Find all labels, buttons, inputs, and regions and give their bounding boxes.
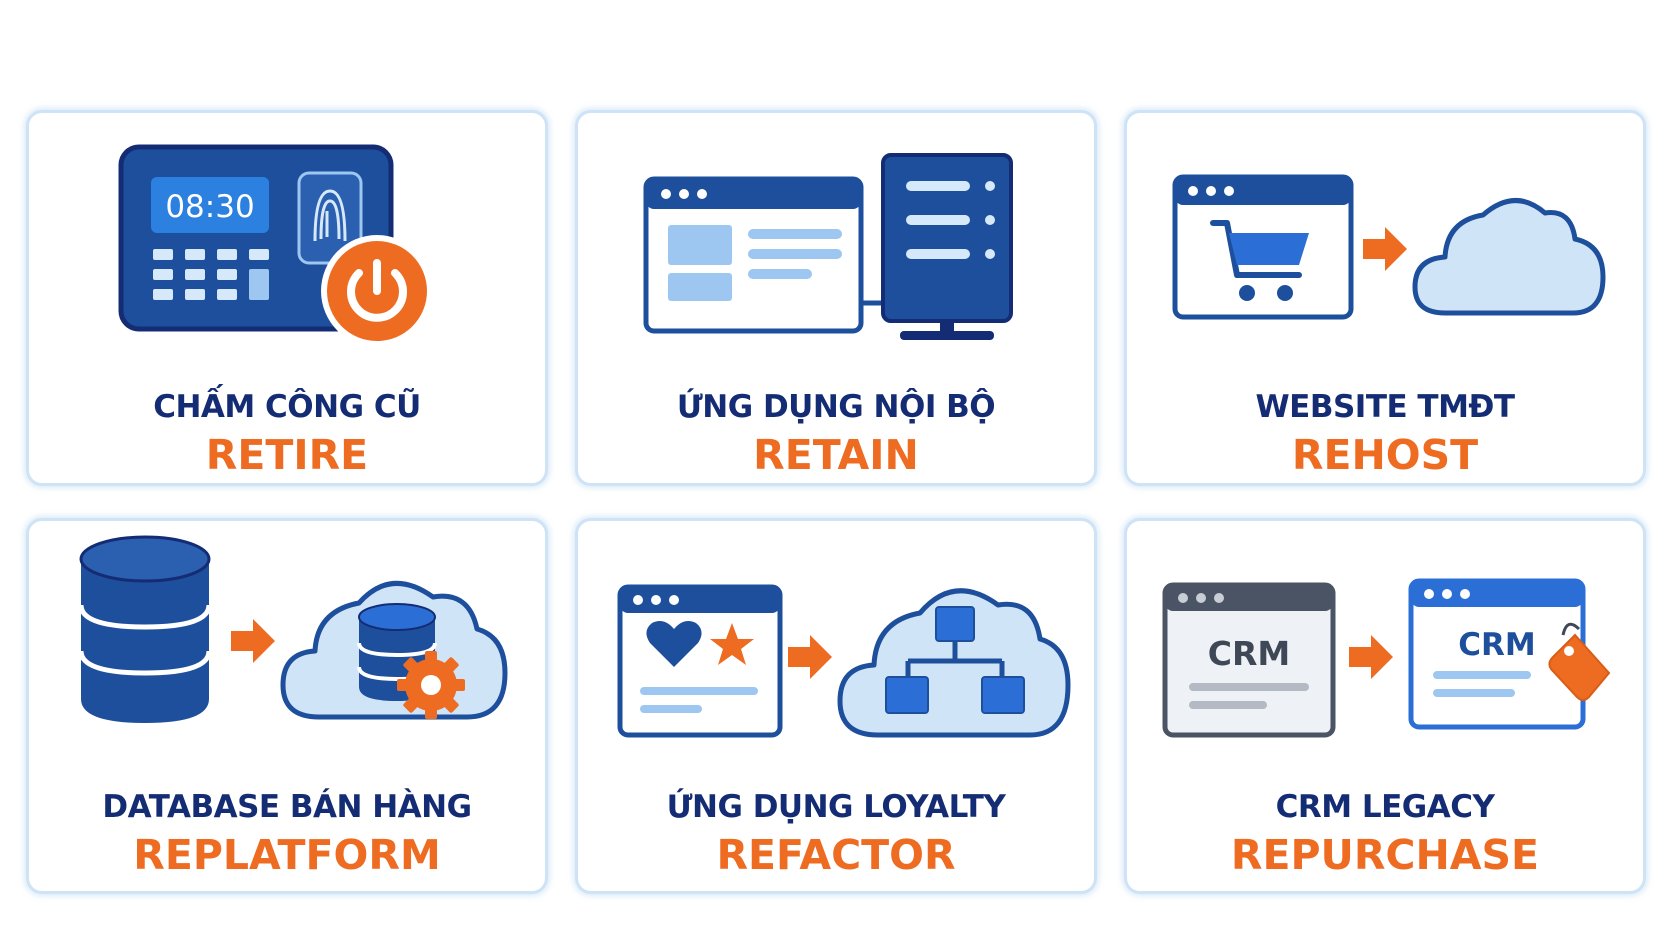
gear-icon	[397, 651, 465, 719]
strategy-label: RETIRE	[205, 431, 369, 479]
card-subtitle: ỨNG DỤNG NỘI BỘ	[676, 389, 996, 425]
crm-to-saas-crm-icon: CRM CRM	[1162, 578, 1611, 738]
strategy-label: REPURCHASE	[1230, 831, 1540, 879]
card-subtitle: ỨNG DỤNG LOYALTY	[666, 789, 1006, 825]
card-replatform: DATABASE BÁN HÀNG REPLATFORM	[26, 518, 548, 894]
new-crm-text: CRM	[1458, 627, 1535, 663]
strategy-label: REPLATFORM	[133, 831, 441, 879]
strategy-label: RETAIN	[753, 431, 919, 479]
legacy-crm-text: CRM	[1208, 634, 1290, 673]
card-subtitle: DATABASE BÁN HÀNG	[102, 789, 472, 825]
cart-to-cloud-icon	[1172, 174, 1606, 320]
card-retire: 08:30	[26, 110, 548, 486]
price-tag-icon	[1548, 622, 1611, 701]
card-subtitle: CRM LEGACY	[1275, 789, 1495, 825]
card-repurchase: CRM CRM CRM LEGACY REPURCHASE	[1124, 518, 1646, 894]
card-rehost: WEBSITE TMĐT REHOST	[1124, 110, 1646, 486]
database-to-cloud-icon	[78, 535, 508, 723]
time-clock-power-icon: 08:30	[118, 144, 433, 347]
app-to-cloud-microservices-icon	[617, 584, 1071, 738]
browser-server-icon	[643, 153, 1013, 340]
card-subtitle: CHẤM CÔNG CŨ	[153, 389, 421, 425]
clock-time-text: 08:30	[165, 189, 254, 225]
card-retain: ỨNG DỤNG NỘI BỘ RETAIN	[575, 110, 1097, 486]
strategy-label: REHOST	[1291, 431, 1479, 479]
strategy-label: REFACTOR	[716, 831, 956, 879]
card-refactor: ỨNG DỤNG LOYALTY REFACTOR	[575, 518, 1097, 894]
card-subtitle: WEBSITE TMĐT	[1255, 389, 1515, 425]
